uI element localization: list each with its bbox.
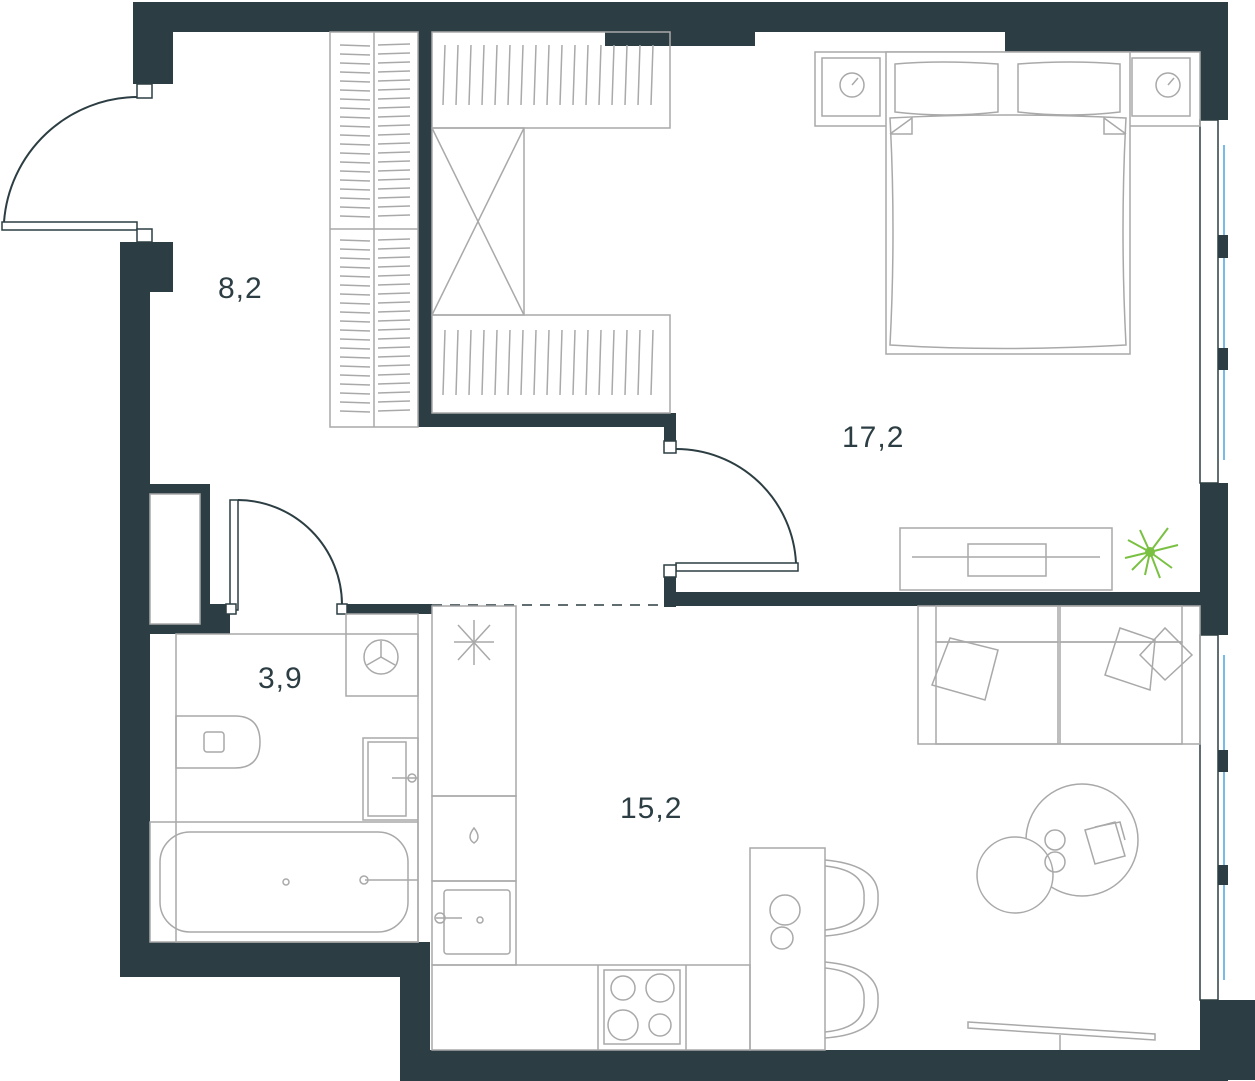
sofa <box>917 605 1201 745</box>
plant <box>1124 527 1179 579</box>
tv-living <box>967 1021 1156 1050</box>
bedroom-door <box>663 440 799 578</box>
walls <box>120 2 1255 1081</box>
bathroom-fixtures <box>149 613 419 943</box>
bed <box>814 51 1201 355</box>
tv-stand <box>899 527 1113 591</box>
entrance-door <box>1 83 153 243</box>
coffee-tables <box>976 783 1139 914</box>
bedroom-area-label: 17,2 <box>842 421 905 454</box>
hallway-wardrobe <box>329 31 419 428</box>
walk-in-closet <box>431 31 671 414</box>
bathroom-area-label: 3,9 <box>258 662 303 695</box>
kitchen-living-area-label: 15,2 <box>620 792 683 825</box>
bar-counter <box>749 847 879 1051</box>
hallway-area-label: 8,2 <box>218 272 263 305</box>
kitchen-units <box>431 605 751 1051</box>
bathroom-door <box>225 499 348 615</box>
windows <box>1199 119 1228 1001</box>
bathroom-niche <box>149 493 201 625</box>
